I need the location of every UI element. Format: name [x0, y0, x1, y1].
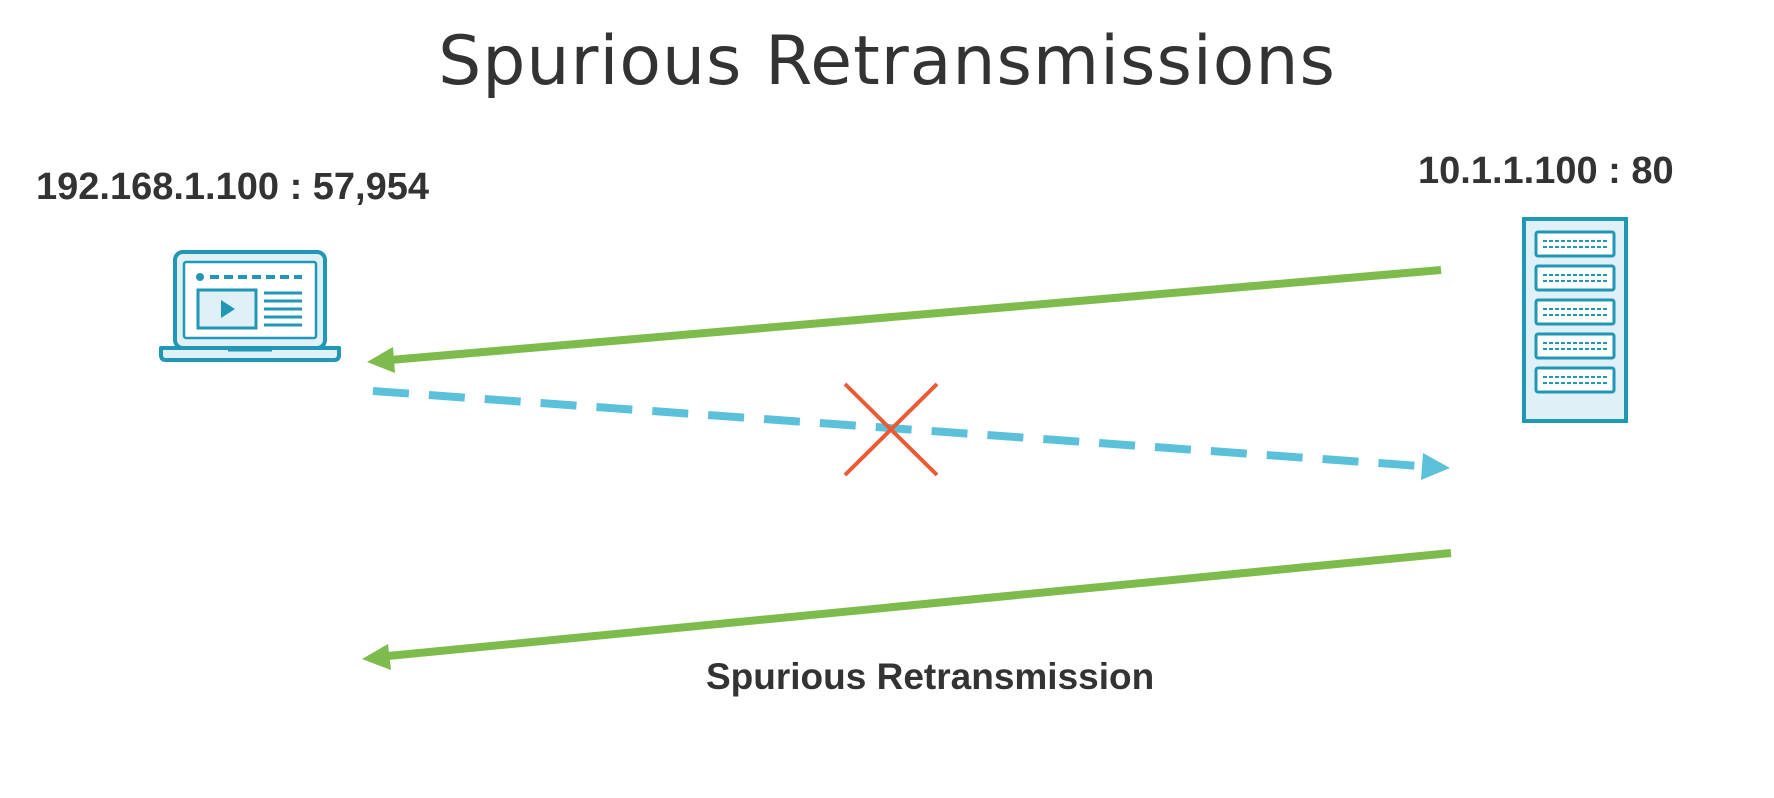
arrow-server-to-client-2 — [362, 549, 1452, 670]
server-address-label: 10.1.1.100 : 80 — [1418, 150, 1674, 192]
arrow-server-to-client-1 — [367, 266, 1442, 373]
server-rack-icon — [1522, 217, 1628, 423]
arrow-client-to-server-dashed — [372, 387, 1450, 480]
slide-title: Spurious Retransmissions — [438, 22, 1336, 101]
spurious-retransmission-caption: Spurious Retransmission — [706, 656, 1155, 697]
x-mark-icon — [843, 382, 939, 477]
laptop-icon — [159, 250, 341, 362]
client-address-label: 192.168.1.100 : 57,954 — [36, 166, 430, 208]
